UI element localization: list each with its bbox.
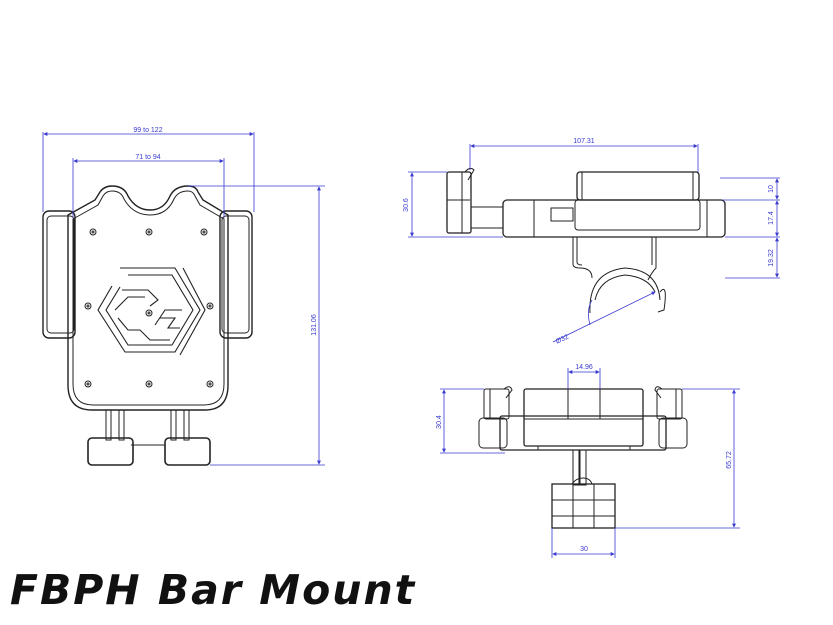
top-view-dimensions [440,368,740,558]
dim-inner-width: 71 to 94 [135,154,160,161]
dim-side-length: 107.31 [573,138,595,145]
side-view-dimensions [408,144,780,343]
left-foot [87,437,134,466]
top-view-base [551,483,616,529]
bar-clamp [572,237,666,314]
dim-base-width: 30 [580,546,588,553]
left-grip [42,210,76,339]
side-body [502,199,726,238]
screw-holes [84,228,214,388]
front-view-dimensions [42,132,325,466]
right-grip [219,210,253,339]
side-top-block [576,171,700,201]
dim-top-step: 10 [768,185,775,193]
dim-slot-width: 14.96 [575,364,593,371]
top-view [478,386,688,529]
side-view [446,167,726,314]
dim-top-height-left: 30.4 [436,415,443,429]
front-view [42,185,253,466]
dim-bar-diameter: Ø32 [555,334,570,346]
dim-total-height: 65.72 [726,451,733,469]
drawing-title: FBPH Bar Mount [10,566,417,614]
right-foot [164,437,211,466]
dim-height: 131.06 [311,314,318,336]
dim-side-height-left: 30.6 [403,198,410,212]
dim-clamp-drop: 19.32 [768,249,775,267]
hexagon-logo-icon [97,267,206,356]
dim-outer-width: 99 to 122 [133,127,162,134]
dim-body-height: 17.4 [768,211,775,225]
front-body-outline [67,185,229,411]
